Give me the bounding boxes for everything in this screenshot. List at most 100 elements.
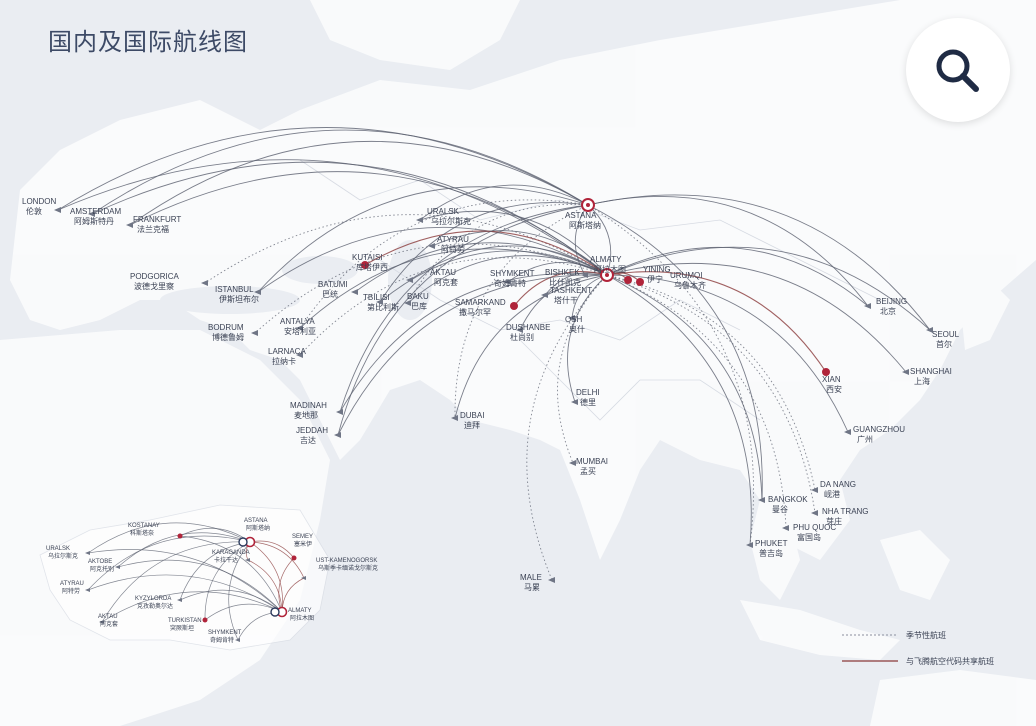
city-label-en[interactable]: BODRUM bbox=[208, 323, 244, 332]
city-label-en[interactable]: URALSK bbox=[427, 207, 460, 216]
codeshare-city-marker bbox=[636, 278, 644, 286]
route-line bbox=[587, 196, 869, 307]
city-label-en[interactable]: DA NANG bbox=[820, 480, 856, 489]
city-label-en[interactable]: SHYMKENT bbox=[490, 269, 535, 278]
city-arrow-marker bbox=[126, 222, 133, 228]
city-label-en[interactable]: GUANGZHOU bbox=[853, 425, 905, 434]
city-label-en[interactable]: FRANKFURT bbox=[133, 215, 181, 224]
inset-route-line bbox=[87, 574, 283, 613]
city-label-en[interactable]: SAMARKAND bbox=[455, 298, 506, 307]
city-label-en[interactable]: PHUKET bbox=[755, 539, 788, 548]
city-label-en[interactable]: BISHKEK bbox=[545, 268, 580, 277]
city-label-en[interactable]: ISTANBUL bbox=[215, 285, 254, 294]
route-line bbox=[606, 274, 816, 491]
city-label-en[interactable]: SHANGHAI bbox=[910, 367, 952, 376]
route-line bbox=[567, 274, 608, 403]
route-line bbox=[354, 242, 608, 293]
route-line bbox=[606, 271, 827, 373]
city-label-en[interactable]: NHA TRANG bbox=[822, 507, 869, 516]
city-arrow-marker bbox=[758, 497, 765, 503]
city-arrow-marker bbox=[811, 510, 818, 516]
route-line bbox=[526, 274, 608, 581]
city-label-en[interactable]: ANTALYA bbox=[280, 317, 315, 326]
city-label-zh: 富国岛 bbox=[797, 532, 821, 542]
inset-city-label-en: KOSTANAY bbox=[128, 523, 160, 529]
city-label-en[interactable]: BATUMI bbox=[318, 280, 348, 289]
city-label-en[interactable]: MALE bbox=[520, 573, 542, 582]
inset-route-line bbox=[87, 549, 283, 613]
city-label-en[interactable]: DELHI bbox=[576, 388, 600, 397]
route-line bbox=[379, 202, 589, 303]
city-label-en[interactable]: YINING bbox=[643, 265, 671, 274]
city-arrow-marker bbox=[336, 409, 343, 415]
route-line bbox=[606, 274, 787, 529]
codeshare-city-marker bbox=[822, 368, 830, 376]
city-label-zh: 孟买 bbox=[580, 466, 596, 476]
city-label-zh: 吉达 bbox=[300, 435, 316, 445]
city-label-en[interactable]: MUMBAI bbox=[576, 457, 608, 466]
inset-city-label-zh: 阿斯塔纳 bbox=[246, 524, 270, 532]
city-label-en[interactable]: AMSTERDAM bbox=[70, 207, 121, 216]
city-label-en[interactable]: SEOUL bbox=[932, 330, 960, 339]
inset-city-labels: ASTANA阿斯塔纳KOSTANAY科斯塔奈KARAGANDA卡拉干达SEMEY… bbox=[46, 518, 378, 644]
inset-codeshare-marker bbox=[177, 533, 183, 539]
city-label-en[interactable]: AKTAU bbox=[430, 268, 456, 277]
city-label-en[interactable]: XIAN bbox=[822, 375, 841, 384]
city-arrow-marker bbox=[404, 300, 411, 306]
city-label-en[interactable]: BAKU bbox=[407, 292, 429, 301]
route-line bbox=[606, 246, 869, 307]
route-line bbox=[606, 274, 816, 514]
city-label-en[interactable]: MADINAH bbox=[290, 401, 327, 410]
inset-hub-marker-alt bbox=[270, 607, 280, 617]
route-line bbox=[519, 274, 608, 331]
city-label-en[interactable]: LARNACA bbox=[268, 347, 306, 356]
city-arrow-marker bbox=[581, 272, 588, 278]
city-label-en[interactable]: TBILISI bbox=[363, 293, 390, 302]
inset-city-label-en: SEMEY bbox=[292, 534, 313, 540]
inset-city-label-zh: 克孜勒奥尔达 bbox=[137, 602, 173, 610]
route-line bbox=[299, 257, 608, 356]
city-label-en[interactable]: DUBAI bbox=[460, 411, 484, 420]
inset-hub-marker-alt bbox=[238, 537, 248, 547]
city-label-en[interactable]: URUMQI bbox=[670, 271, 702, 280]
inset-city-label-zh: 阿特劳 bbox=[62, 587, 80, 595]
inset-city-marker bbox=[115, 565, 120, 569]
city-arrow-marker bbox=[548, 577, 555, 583]
city-label-en[interactable]: PODGORICA bbox=[130, 272, 180, 281]
city-label-zh: 乌鲁木齐 bbox=[674, 280, 706, 290]
city-label-en[interactable]: PHU QUOC bbox=[793, 523, 836, 532]
inset-route-lines bbox=[87, 522, 305, 641]
inset-city-marker bbox=[99, 620, 104, 624]
inset-route-line bbox=[87, 535, 251, 591]
city-arrow-marker bbox=[88, 211, 95, 217]
city-label-en[interactable]: BANGKOK bbox=[768, 495, 808, 504]
city-label-en[interactable]: LONDON bbox=[22, 197, 56, 206]
city-label-en[interactable]: OSH bbox=[565, 315, 583, 324]
city-label-en[interactable]: JEDDAH bbox=[296, 426, 328, 435]
city-label-zh: 奥什 bbox=[569, 324, 585, 334]
route-line bbox=[407, 203, 589, 304]
city-label-zh: 广州 bbox=[857, 434, 873, 444]
codeshare-city-marker bbox=[624, 276, 632, 284]
city-arrow-marker bbox=[416, 217, 423, 223]
city-label-en[interactable]: BEIJING bbox=[876, 297, 907, 306]
hub-label-zh: 阿拉木图 bbox=[594, 264, 626, 274]
city-label-en[interactable]: DUSHANBE bbox=[506, 323, 550, 332]
city-arrow-marker bbox=[569, 460, 576, 466]
inset-route-line bbox=[204, 541, 251, 621]
route-line bbox=[129, 140, 589, 226]
search-icon bbox=[936, 49, 979, 92]
city-arrow-marker bbox=[864, 303, 871, 309]
search-button[interactable] bbox=[906, 18, 1010, 122]
route-line bbox=[513, 271, 608, 307]
city-arrow-marker bbox=[254, 289, 261, 295]
city-arrow-marker bbox=[541, 292, 548, 298]
route-line bbox=[606, 262, 907, 373]
hub-marker-core bbox=[586, 203, 590, 207]
city-label-en[interactable]: KUTAISI bbox=[352, 253, 383, 262]
route-line bbox=[339, 204, 589, 413]
city-label-en[interactable]: ATYRAU bbox=[437, 235, 469, 244]
city-label-en[interactable]: TASHKENT bbox=[550, 286, 592, 295]
